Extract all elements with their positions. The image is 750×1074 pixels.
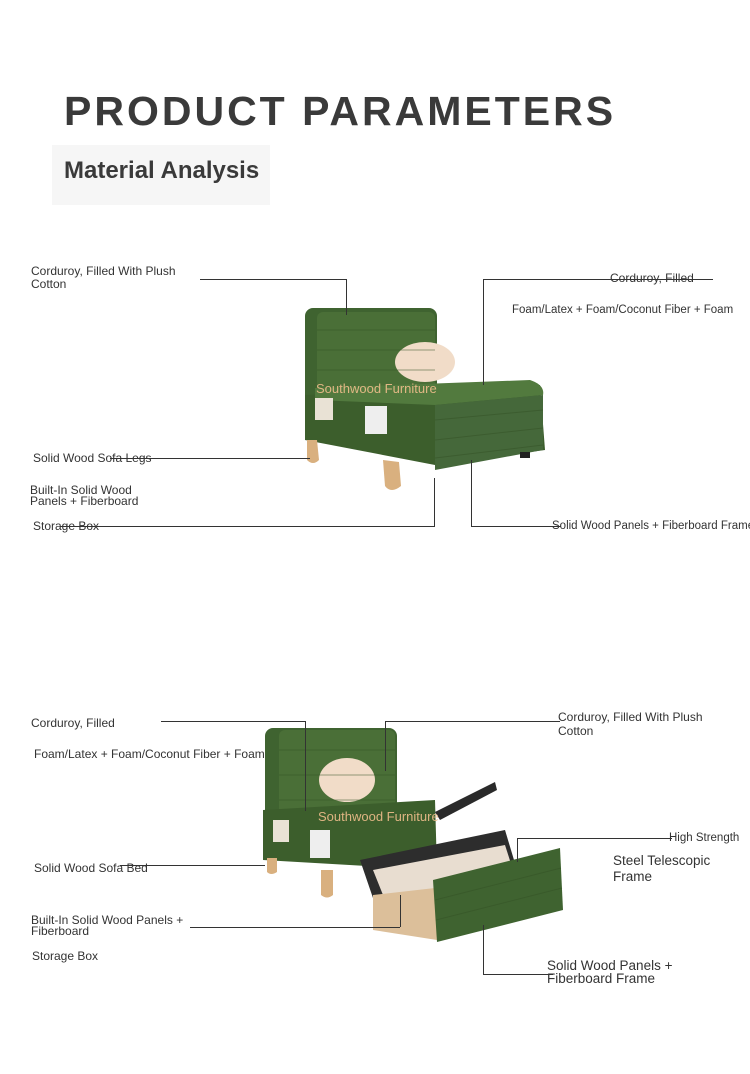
label-backrest: Corduroy, Filled With Plush Cotton [558,710,703,738]
leader-line [60,526,435,527]
subtitle-background [52,145,270,205]
leader-line [200,279,346,280]
leader-line [400,895,401,927]
leader-line [483,279,484,385]
leader-line [305,721,306,811]
label-panels: Built-In Solid Wood Panels + Fiberboard [31,913,184,938]
page-title: PRODUCT PARAMETERS [64,88,617,134]
watermark: Southwood Furniture [316,381,437,396]
label-sofa-bed: Solid Wood Sofa Bed [34,861,148,875]
label-telescopic-frame: Steel Telescopic Frame [613,853,711,884]
leader-line [120,865,265,866]
section-subtitle: Material Analysis [64,157,260,184]
sofa-chair-image [305,308,545,490]
leader-line [471,526,561,527]
leader-line [517,838,518,862]
leader-line [471,460,472,526]
label-seat-fill: Foam/Latex + Foam/Coconut Fiber + Foam [34,748,265,761]
leader-line [190,927,400,928]
label-storage: Storage Box [32,949,99,963]
leader-line [385,721,386,771]
label-seat-cover: Corduroy, Filled [610,271,694,285]
label-frame: Solid Wood Panels + Fiberboard Frame [552,520,750,532]
label-frame: Solid Wood Panels + Fiberboard Frame [547,958,673,986]
label-seat-fill: Foam/Latex + Foam/Coconut Fiber + Foam [512,304,734,316]
leader-line [483,925,484,974]
label-seat-cover: Corduroy, Filled [31,716,115,730]
leader-line [483,974,553,975]
leader-line [483,279,713,280]
leader-line [517,838,672,839]
watermark: Southwood Furniture [318,809,439,824]
leader-line [110,458,310,459]
label-high-strength: High Strength [669,832,740,844]
label-backrest: Corduroy, Filled With Plush Cotton [31,264,176,291]
label-panels: Built-In Solid Wood Panels + Fiberboard [30,483,139,508]
leader-line [346,279,347,315]
sofa-bed-image [263,728,563,942]
leader-line [434,478,435,526]
leader-line [161,721,305,722]
leader-line [385,721,560,722]
label-legs: Solid Wood Sofa Legs [33,451,152,465]
